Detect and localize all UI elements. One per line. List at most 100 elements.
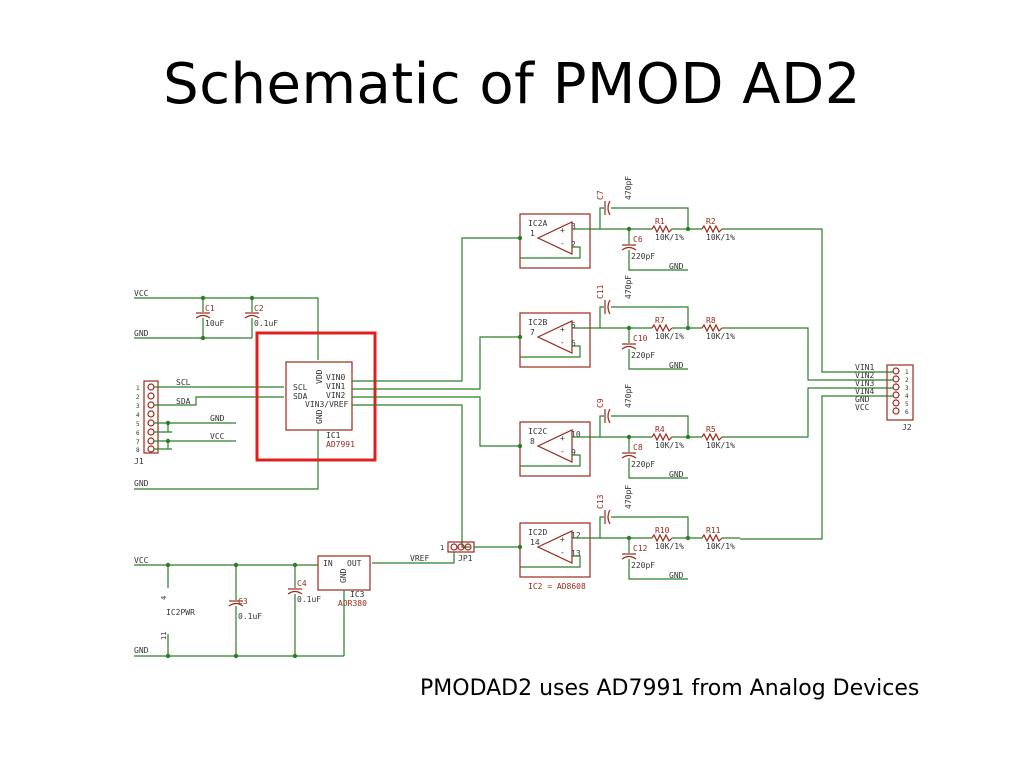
- svg-text:11: 11: [160, 632, 168, 640]
- ic2d-fb-left: [599, 516, 604, 538]
- ic1-vin0-pin: VIN0: [326, 373, 345, 382]
- ic1-label: IC1: [326, 431, 341, 440]
- r11-resistor: [701, 533, 723, 543]
- r7-value: 10K/1%: [655, 332, 684, 341]
- svg-text:1: 1: [905, 369, 909, 376]
- ic2b-shunt-gnd: [628, 349, 688, 370]
- jp1-jumper: 1 JP1 VREF: [372, 541, 520, 564]
- ic2c-box: [519, 421, 591, 477]
- ic2b-pin-plus: 5: [571, 321, 576, 330]
- svg-text:6: 6: [905, 409, 909, 416]
- svg-text:5: 5: [905, 401, 909, 408]
- ic1-vin2-pin: VIN2: [326, 391, 345, 400]
- c10-value: 220pF: [631, 351, 655, 360]
- r5-resistor: [701, 432, 723, 442]
- c2-label: C2: [254, 304, 264, 313]
- j1-vcc-label: VCC: [210, 432, 225, 441]
- c13-label: C13: [596, 494, 605, 509]
- j2-gnd-label: GND: [855, 395, 870, 404]
- power-decoupling: VCC GND C1 10uF C2 0.1uF: [134, 289, 319, 360]
- ic2c-label: IC2C: [528, 427, 547, 436]
- c8-plate-b: [621, 454, 637, 459]
- ic2c-shunt-gnd: [628, 458, 688, 479]
- c6-plate-b: [621, 246, 637, 251]
- ic2pwr-label: IC2PWR: [166, 608, 195, 617]
- c8-value: 220pF: [631, 460, 655, 469]
- c4-value: 0.1uF: [297, 595, 321, 604]
- ic2d-minus-sign: -: [560, 548, 565, 557]
- c4-label: C4: [297, 579, 307, 588]
- ic2d-plus-sign: +: [560, 535, 565, 544]
- ic1-vin3-pin: VIN3/VREF: [305, 400, 349, 409]
- svg-text:3: 3: [905, 385, 909, 392]
- ic2c-out-node: [517, 443, 523, 449]
- ic2a-shunt-gnd: [628, 250, 688, 271]
- c7-value: 470pF: [624, 176, 633, 200]
- c2-value: 0.1uF: [254, 319, 278, 328]
- c7-label: C7: [596, 190, 605, 200]
- ic2a-plus-sign: +: [560, 226, 565, 235]
- ic2c-minus-sign: -: [560, 447, 565, 456]
- c9-value: 470pF: [624, 384, 633, 408]
- ic2a-gnd-label: GND: [669, 262, 684, 271]
- ic2b-label: IC2B: [528, 318, 547, 327]
- r4-resistor: [651, 432, 673, 442]
- c9-label: C9: [596, 398, 605, 408]
- ic2b-pin-minus: 6: [571, 339, 576, 348]
- ic2a-pin-minus: 2: [571, 240, 576, 249]
- ic2c-fb-right: [611, 415, 689, 437]
- r8-resistor: [701, 323, 723, 333]
- ic3-gnd-pin: GND: [339, 568, 348, 583]
- ic2b-fb-node: [685, 325, 691, 331]
- r4-value: 10K/1%: [655, 441, 684, 450]
- ic2b-minus-sign: -: [560, 338, 565, 347]
- ic2a-minus-sign: -: [560, 239, 565, 248]
- r1-resistor: [651, 224, 673, 234]
- ic3-value: ADR380: [338, 599, 367, 608]
- ic2b-plus-sign: +: [560, 325, 565, 334]
- c12-plate-b: [621, 555, 637, 560]
- ic2c-triangle: [536, 429, 573, 463]
- j1-label: J1: [134, 457, 144, 466]
- ic2a-fb-left: [599, 207, 604, 229]
- j2-vin3-label: VIN3: [855, 379, 874, 388]
- ic2d-shunt-gnd: [628, 559, 688, 580]
- ic2a-out-node: [517, 235, 523, 241]
- c10-label: C10: [633, 334, 648, 343]
- ic2c-neg-loop: [520, 454, 581, 467]
- ic1-scl-pin: SCL: [293, 383, 308, 392]
- scl-net-label: SCL: [176, 378, 191, 387]
- c13-value: 470pF: [624, 485, 633, 509]
- j2-label: J2: [902, 423, 912, 432]
- j2-vcc-label: VCC: [855, 403, 870, 412]
- ic3-in-pin: IN: [323, 559, 333, 568]
- ic2c-pin-out: 8: [530, 437, 535, 446]
- c6-label: C6: [633, 235, 643, 244]
- ic2c-pin-minus: 9: [571, 448, 576, 457]
- ic2c-pin-plus: 10: [571, 430, 581, 439]
- j2-vin1-label: VIN1: [855, 363, 874, 372]
- r5-label: R5: [706, 425, 716, 434]
- ref-vcc-label: VCC: [134, 556, 149, 565]
- ic2d-pin-minus: 13: [571, 549, 581, 558]
- slide-title: Schematic of PMOD AD2: [163, 52, 861, 117]
- c13-plate-b: [607, 509, 611, 525]
- ic2a-neg-loop: [520, 246, 581, 259]
- c10-plate-b: [621, 345, 637, 350]
- r7-label: R7: [655, 316, 665, 325]
- ic2a-fb-right: [611, 207, 689, 229]
- j2-connector: 12 34 56 J2 VIN1 VIN2 VIN3 VIN4 GND VCC: [740, 228, 914, 540]
- r2-label: R2: [706, 217, 716, 226]
- svg-text:2: 2: [136, 394, 140, 401]
- r4-label: R4: [655, 425, 665, 434]
- c11-label: C11: [596, 284, 605, 299]
- gnd-bottom-label: GND: [134, 479, 149, 488]
- ic1-outputs: [352, 237, 520, 548]
- j1-gnd-label: GND: [210, 414, 225, 423]
- r7-resistor: [651, 323, 673, 333]
- r10-value: 10K/1%: [655, 542, 684, 551]
- ic3-out-pin: OUT: [347, 559, 362, 568]
- ic1-vdd-pin: VDD: [315, 369, 324, 384]
- ic2d-fb-node: [685, 535, 691, 541]
